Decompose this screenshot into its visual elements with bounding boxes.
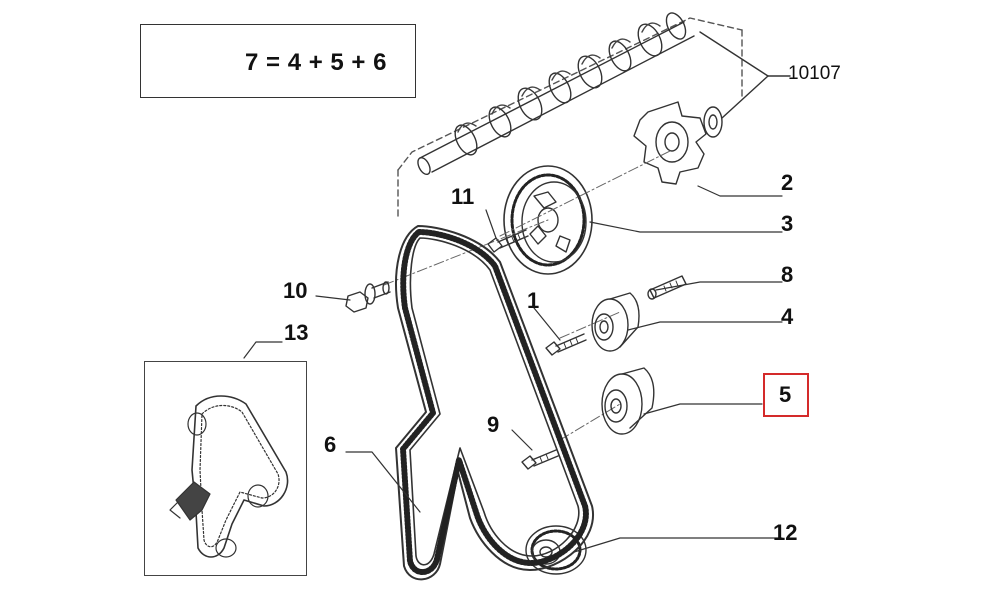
phonic-wheel <box>633 101 707 185</box>
callout-12[interactable]: 12 <box>773 520 798 545</box>
callout-9[interactable]: 9 <box>487 412 500 437</box>
callout-6[interactable]: 6 <box>324 432 337 457</box>
camshaft-seal <box>703 106 723 138</box>
tensioner-pulley <box>591 292 640 352</box>
callout-1[interactable]: 1 <box>527 288 540 313</box>
callout-4[interactable]: 4 <box>781 304 794 329</box>
inset-belt-routing <box>169 395 289 558</box>
bolt-10 <box>345 281 391 313</box>
highlight-box <box>763 373 809 417</box>
kit-formula-box: 7 = 4 + 5 + 6 <box>140 24 416 98</box>
kit-formula: 7 = 4 + 5 + 6 <box>245 49 387 76</box>
callout-3[interactable]: 3 <box>781 211 794 236</box>
bolt-1 <box>545 333 587 356</box>
callout-8[interactable]: 8 <box>781 262 794 287</box>
bolt-11 <box>487 229 529 253</box>
section-code: 10107 <box>788 63 841 84</box>
inset-frame <box>144 361 307 576</box>
callout-2[interactable]: 2 <box>781 170 794 195</box>
bolt-9 <box>521 449 559 470</box>
camshaft-frame <box>397 17 743 221</box>
callout-11[interactable]: 11 <box>451 184 475 209</box>
cam-sprocket <box>503 165 593 275</box>
code-leaders <box>699 31 791 119</box>
camshaft <box>417 12 695 176</box>
callout-10[interactable]: 10 <box>283 278 308 303</box>
callout-13[interactable]: 13 <box>284 320 309 345</box>
idler-pulley <box>601 367 655 435</box>
callout-5[interactable]: 5 <box>779 382 792 407</box>
timing-belt <box>395 225 595 581</box>
leader-lines <box>243 185 783 553</box>
